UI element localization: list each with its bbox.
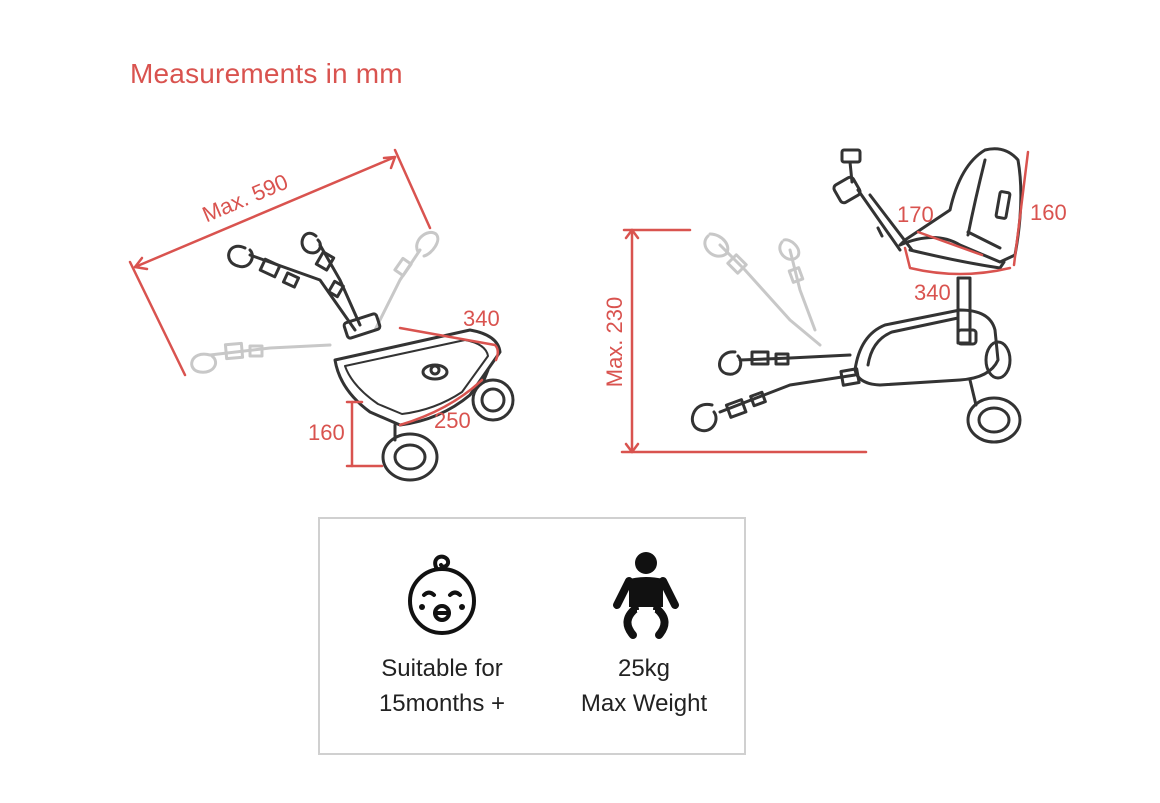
age-info: Suitable for 15months +	[342, 549, 542, 721]
label-board-depth: 250	[434, 408, 471, 433]
baby-figure-icon	[613, 552, 679, 639]
measurements-heading: Measurements in mm	[130, 58, 403, 89]
weight-line-1: 25kg	[617, 655, 671, 682]
label-board-width: 340	[463, 306, 500, 331]
weight-line-2: Max Weight	[580, 690, 708, 717]
age-line-2: 15months +	[378, 690, 506, 717]
label-seat-width: 340	[914, 280, 951, 305]
buggy-board-seat-illustration	[690, 147, 1023, 444]
age-line-1: Suitable for	[381, 655, 503, 682]
label-max-length: Max. 590	[199, 169, 292, 227]
left-dimension-lines	[128, 148, 499, 468]
info-box: Suitable for 15months + 25kg Max Weight	[318, 517, 746, 755]
right-dimension-lines	[620, 150, 1030, 454]
label-seat-depth: 170	[897, 202, 934, 227]
label-wheel-height: 160	[308, 420, 345, 445]
weight-info: 25kg Max Weight	[544, 549, 744, 721]
label-seat-height: 160	[1030, 200, 1067, 225]
baby-face-icon	[408, 554, 476, 635]
buggy-board-illustration	[190, 231, 515, 482]
label-max-height: Max. 230	[602, 297, 627, 388]
